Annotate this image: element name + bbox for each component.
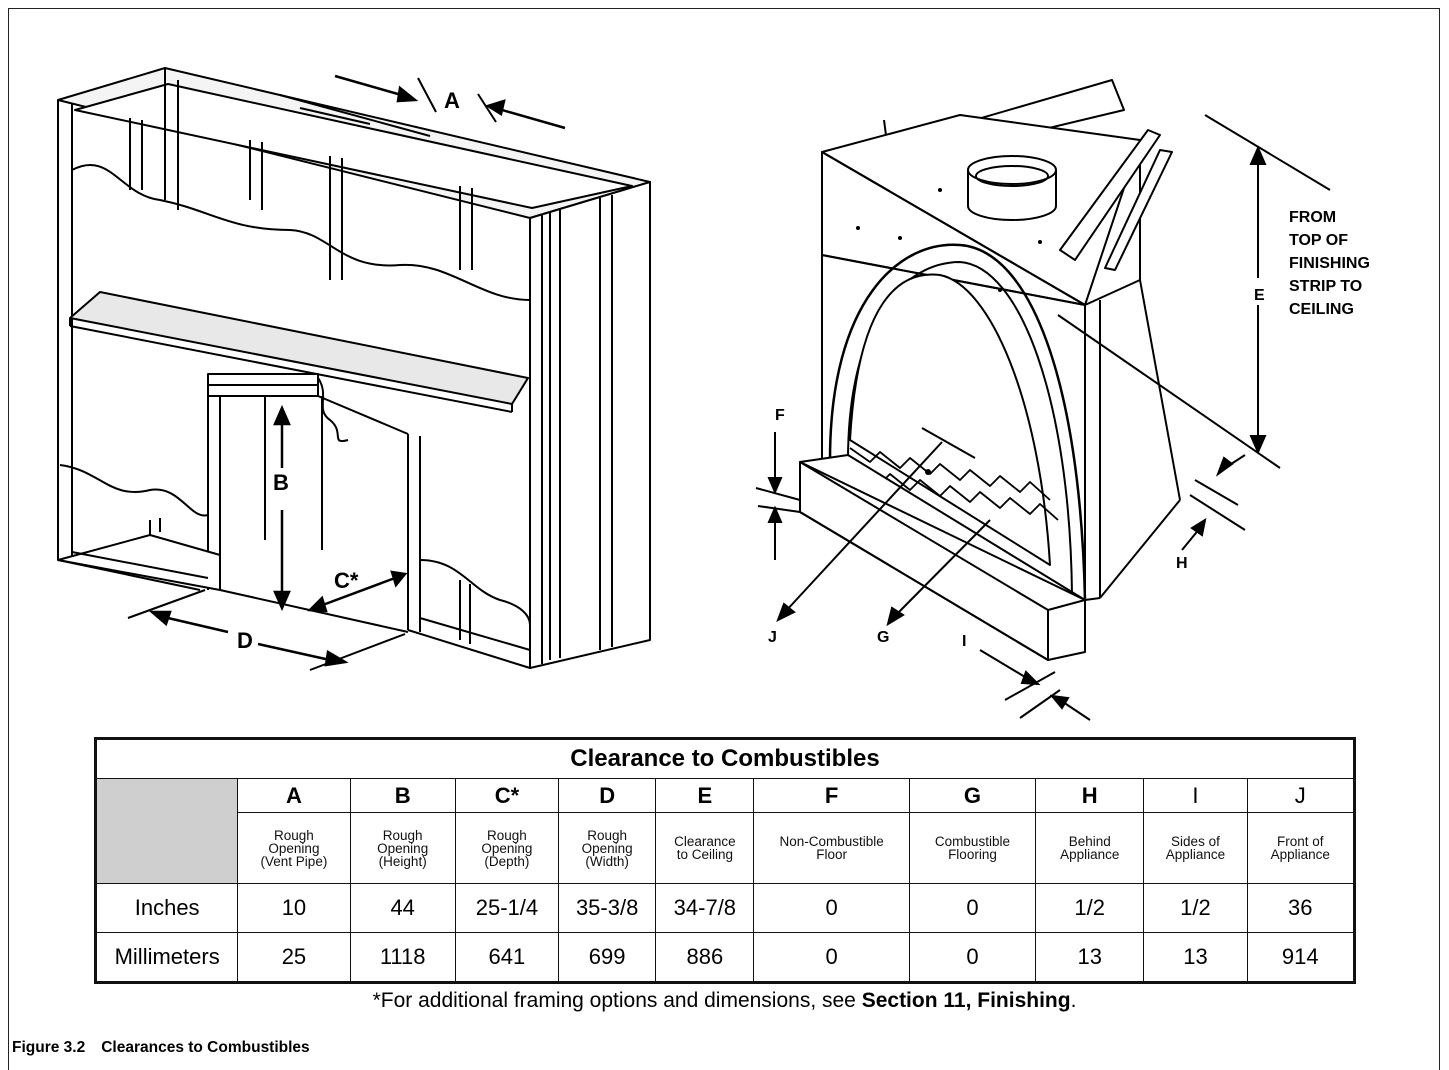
table-cell: 13 [1035, 932, 1145, 983]
ceiling-note: FROM TOP OF FINISHING STRIP TO CEILING [1289, 209, 1370, 318]
row-label: Millimeters [94, 932, 239, 983]
label-i: I [962, 633, 966, 650]
column-letter: E [655, 778, 755, 813]
table-title: Clearance to Combustibles [95, 738, 1355, 779]
row-label: Inches [94, 883, 239, 933]
label-c: C* [334, 568, 359, 593]
label-j: J [768, 629, 777, 646]
figure-caption: Figure 3.2 Clearances to Combustibles [12, 1039, 310, 1057]
figure-frame [8, 8, 1440, 1070]
table-cell: 641 [454, 932, 560, 983]
column-letter: J [1246, 778, 1356, 813]
corner-cell [94, 778, 239, 884]
table-cell: 0 [908, 932, 1037, 983]
note-line: TOP OF [1289, 232, 1348, 249]
table-cell: 25-1/4 [454, 883, 560, 933]
column-letter: D [558, 778, 657, 813]
label-b: B [273, 470, 289, 495]
footnote-suffix: . [1070, 989, 1077, 1012]
fireplace-illustration: E F G H I J FROM TOP OF FINISHING STRIP … [755, 79, 1370, 721]
table-row: Millimeters 25 1118 641 699 886 0 0 13 1… [94, 932, 1356, 983]
table-cell: 10 [237, 883, 351, 933]
table-cell: 886 [655, 932, 755, 983]
footnote: *For additional framing options and dime… [0, 989, 1449, 1013]
label-f: F [775, 407, 785, 424]
framing-illustration: A B C* D [57, 67, 651, 671]
column-letter: G [908, 778, 1037, 813]
table-cell: 1118 [349, 932, 456, 983]
column-letter: I [1143, 778, 1248, 813]
note-line: STRIP TO [1289, 278, 1362, 295]
note-line: CEILING [1289, 301, 1354, 318]
note-line: FINISHING [1289, 255, 1370, 272]
label-a: A [444, 88, 460, 113]
table-cell: 0 [753, 883, 910, 933]
table-cell: 35-3/8 [558, 883, 657, 933]
column-letter: C* [454, 778, 560, 813]
figure-title: Clearances to Combustibles [101, 1039, 310, 1056]
table-cell: 25 [237, 932, 351, 983]
column-letter: H [1035, 778, 1145, 813]
table-cell: 0 [753, 932, 910, 983]
label-g: G [877, 629, 889, 646]
note-line: FROM [1289, 209, 1336, 226]
column-letter: B [349, 778, 456, 813]
table-cell: 699 [558, 932, 657, 983]
footnote-section-ref: Section 11, Finishing [861, 989, 1071, 1012]
table-cell: 34-7/8 [655, 883, 755, 933]
clearance-table: Clearance to Combustibles A B C* D E F G… [94, 737, 1356, 984]
table-cell: 1/2 [1143, 883, 1248, 933]
table-cell: 36 [1246, 883, 1356, 933]
table-cell: 0 [908, 883, 1037, 933]
table-cell: 44 [349, 883, 456, 933]
footnote-text: *For additional framing options and dime… [372, 989, 862, 1012]
column-letter: A [237, 778, 351, 813]
table-row: Inches 10 44 25-1/4 35-3/8 34-7/8 0 0 1/… [94, 883, 1356, 933]
label-h: H [1176, 555, 1188, 572]
table-cell: 13 [1143, 932, 1248, 983]
label-e: E [1254, 287, 1265, 304]
table-cell: 914 [1246, 932, 1356, 983]
figure-number: Figure 3.2 [12, 1039, 86, 1056]
table-cell: 1/2 [1035, 883, 1145, 933]
column-letter: F [753, 778, 910, 813]
label-d: D [237, 628, 253, 653]
